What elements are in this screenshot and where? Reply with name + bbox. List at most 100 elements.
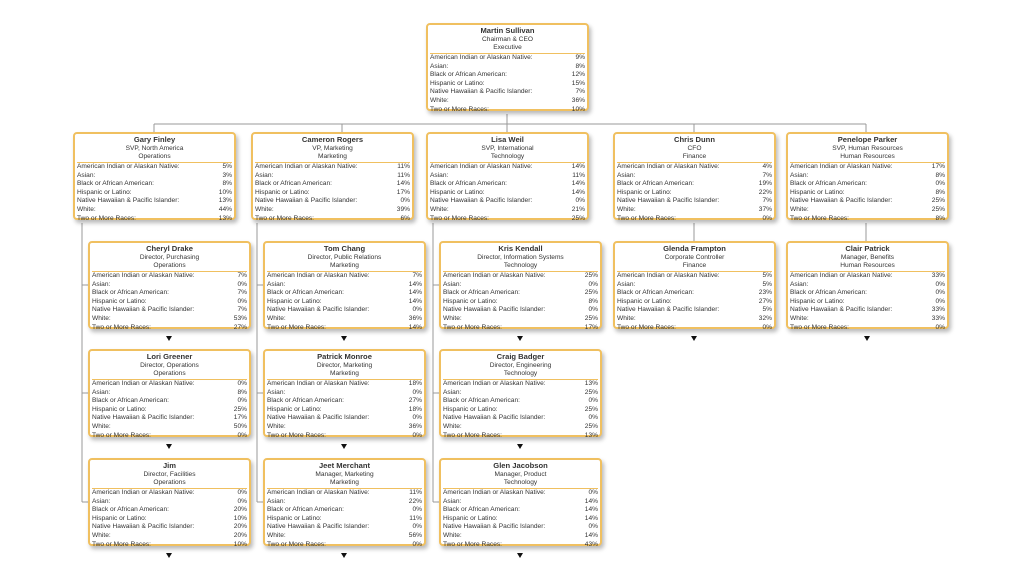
person-department: Executive	[493, 43, 522, 51]
expand-arrow-icon[interactable]	[165, 553, 172, 558]
stat-row: White:50%	[92, 423, 247, 432]
expand-arrow-icon[interactable]	[340, 336, 347, 341]
stat-label: Asian:	[443, 388, 462, 396]
person-department: Marketing	[330, 478, 359, 486]
expand-arrow-icon[interactable]	[165, 336, 172, 341]
stat-row: White:14%	[443, 532, 598, 541]
person-department: Human Resources	[840, 152, 895, 160]
stat-value: 8%	[237, 388, 247, 396]
stat-value: 20%	[233, 523, 247, 531]
stat-value: 22%	[758, 188, 772, 196]
stat-label: Two or More Races:	[430, 214, 489, 222]
expand-arrow-icon[interactable]	[516, 336, 523, 341]
stat-value: 14%	[584, 531, 598, 539]
stat-label: Two or More Races:	[92, 540, 151, 548]
stat-label: Asian:	[443, 280, 462, 288]
expand-arrow-icon[interactable]	[516, 444, 523, 449]
stat-row: Native Hawaiian & Pacific Islander:0%	[443, 306, 598, 315]
stat-value: 11%	[409, 514, 422, 522]
stat-label: American Indian or Alaskan Native:	[267, 380, 370, 387]
stat-label: Black or African American:	[617, 180, 694, 188]
stat-value: 44%	[218, 205, 232, 213]
person-name: Gary Finley	[133, 135, 176, 144]
stat-label: Hispanic or Latino:	[92, 514, 147, 522]
stat-value: 13%	[584, 380, 598, 387]
stat-row: American Indian or Alaskan Native:0%	[443, 489, 598, 498]
stat-row: American Indian or Alaskan Native:4%	[617, 163, 772, 172]
stat-row: White:37%	[617, 206, 772, 215]
stat-value: 7%	[762, 171, 772, 179]
person-title: SVP, International	[481, 144, 534, 152]
stat-label: Hispanic or Latino:	[255, 188, 310, 196]
expand-arrow-icon[interactable]	[516, 553, 523, 558]
stat-value: 36%	[408, 314, 422, 322]
stat-row: Native Hawaiian & Pacific Islander:25%	[790, 197, 945, 206]
stat-label: Two or More Races:	[267, 540, 326, 548]
stat-value: 0%	[400, 197, 410, 205]
stat-value: 0%	[237, 280, 247, 288]
stat-label: Hispanic or Latino:	[443, 405, 498, 413]
expand-arrow-icon[interactable]	[863, 336, 870, 341]
stat-value: 21%	[571, 205, 585, 213]
person-name: Jeet Merchant	[318, 461, 371, 470]
stat-label: Hispanic or Latino:	[430, 188, 485, 196]
stat-label: White:	[790, 205, 809, 213]
expand-arrow-icon[interactable]	[340, 553, 347, 558]
stat-label: Black or African American:	[267, 397, 344, 405]
stat-label: White:	[92, 531, 111, 539]
stat-row: Hispanic or Latino:8%	[443, 298, 598, 307]
stat-row: Hispanic or Latino:18%	[267, 406, 422, 415]
stat-row: Black or African American:27%	[267, 397, 422, 406]
stat-label: American Indian or Alaskan Native:	[267, 272, 370, 279]
stat-label: Native Hawaiian & Pacific Islander:	[443, 414, 546, 422]
stat-row: Asian:3%	[77, 172, 232, 181]
stat-label: White:	[267, 531, 286, 539]
person-department: Operations	[153, 261, 186, 269]
stat-value: 19%	[758, 180, 772, 188]
person-title: Director, Purchasing	[139, 253, 200, 261]
stat-value: 11%	[572, 171, 585, 179]
person-title: Chairman & CEO	[482, 35, 533, 43]
person-department: Technology	[490, 152, 525, 160]
expand-arrow-icon[interactable]	[690, 336, 697, 341]
person-department: Finance	[682, 261, 707, 269]
stat-row: Hispanic or Latino:14%	[267, 298, 422, 307]
stat-row: Two or More Races:0%	[267, 432, 422, 441]
stat-row: Two or More Races:0%	[267, 541, 422, 550]
stat-value: 0%	[412, 306, 422, 314]
stat-row: Black or African American:23%	[617, 289, 772, 298]
stat-row: Native Hawaiian & Pacific Islander:17%	[92, 414, 247, 423]
stat-label: American Indian or Alaskan Native:	[92, 380, 195, 387]
stat-value: 0%	[588, 306, 598, 314]
expand-arrow-icon[interactable]	[165, 444, 172, 449]
person-name: Jim	[162, 461, 177, 470]
expand-arrow-icon[interactable]	[340, 444, 347, 449]
person-title: Corporate Controller	[664, 253, 725, 261]
person-department: Operations	[153, 369, 186, 377]
stat-value: 14%	[584, 497, 598, 505]
stat-value: 7%	[237, 289, 247, 297]
stat-label: Asian:	[92, 388, 111, 396]
